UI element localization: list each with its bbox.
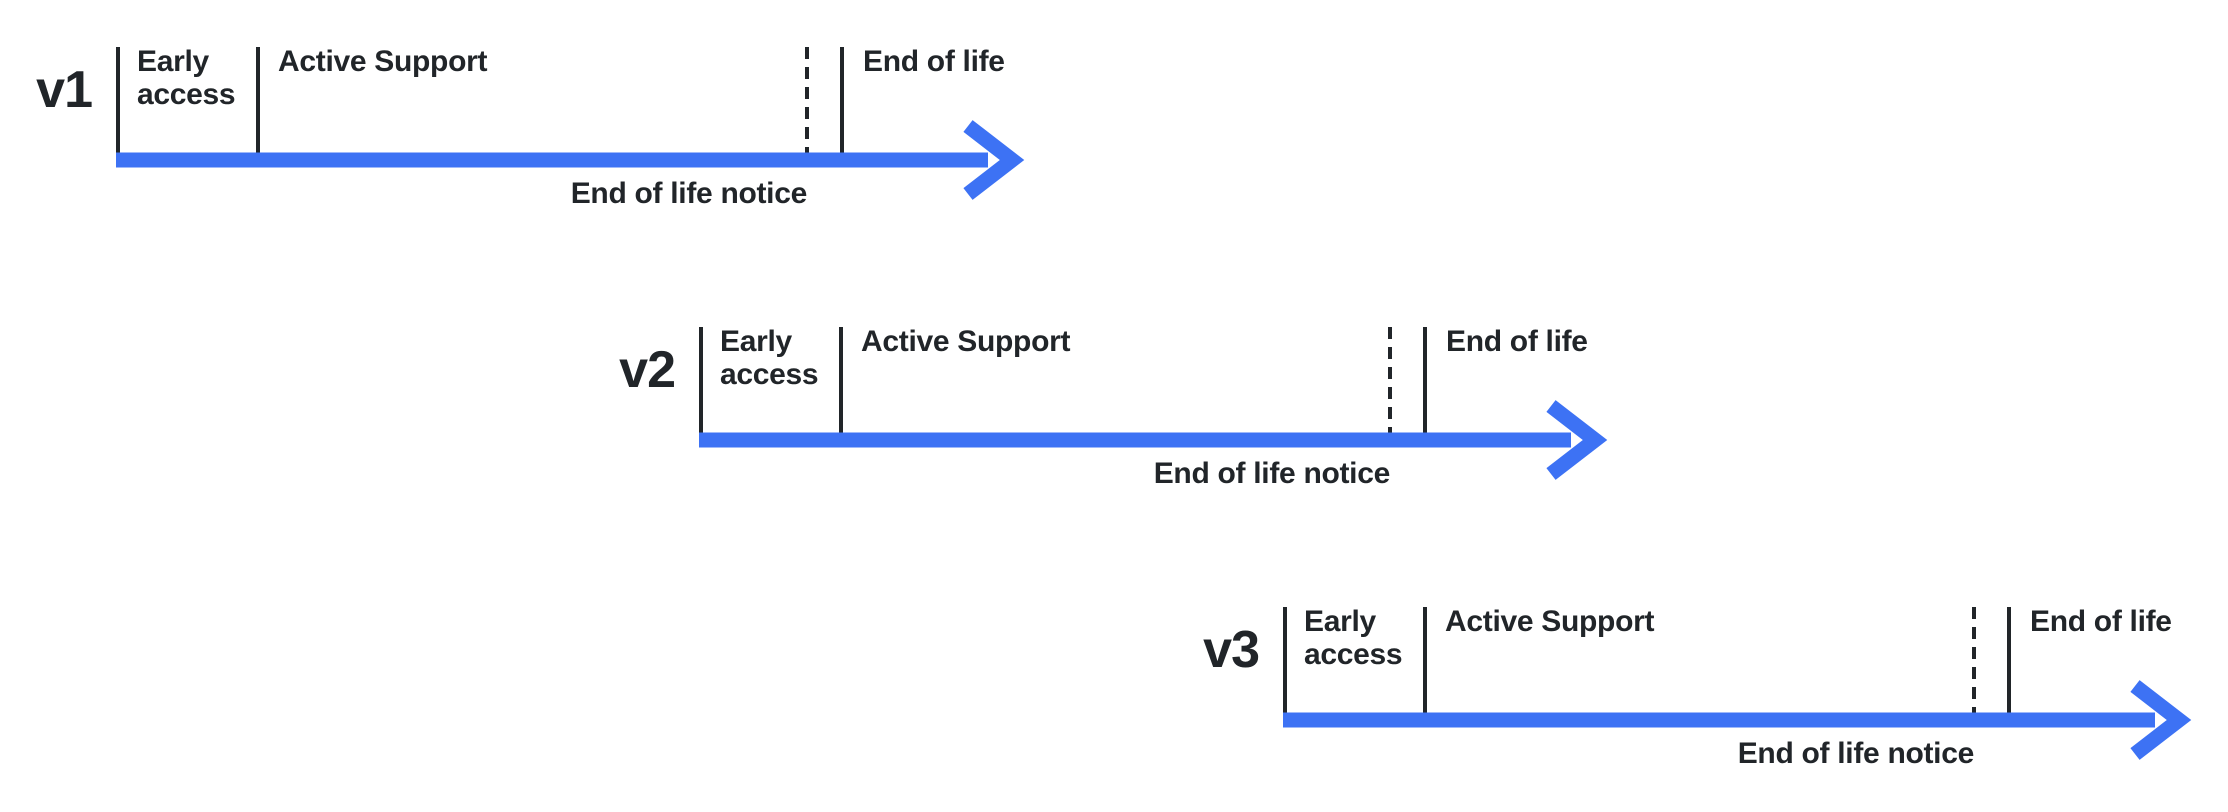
early-access-label: Early access: [137, 45, 236, 111]
eol-notice-dashed-line: [1388, 327, 1392, 433]
timeline-row-v3: v3 Early access Active Support End of li…: [1125, 590, 2228, 812]
timeline-row-v1: v1 Early access Active Support End of li…: [0, 30, 1078, 265]
eol-notice-dashed-line: [805, 47, 809, 153]
early-access-start-tick: [699, 327, 703, 433]
eol-notice-label: End of life notice: [1737, 737, 1975, 770]
end-of-life-label: End of life: [863, 45, 1005, 78]
eol-notice-label: End of life notice: [1153, 457, 1391, 490]
end-of-life-tick: [840, 47, 844, 153]
timeline-arrow-icon: [1283, 680, 2192, 760]
timeline-arrow-icon: [116, 120, 1025, 200]
active-support-start-tick: [1423, 607, 1427, 713]
end-of-life-label: End of life: [2030, 605, 2172, 638]
eol-notice-dashed-line: [1972, 607, 1976, 713]
version-label: v2: [619, 341, 676, 399]
end-of-life-tick: [2007, 607, 2011, 713]
end-of-life-label: End of life: [1446, 325, 1588, 358]
active-support-label: Active Support: [861, 325, 1071, 358]
early-access-start-tick: [116, 47, 120, 153]
timeline-arrow-icon: [699, 400, 1608, 480]
active-support-start-tick: [839, 327, 843, 433]
eol-notice-label: End of life notice: [570, 177, 808, 210]
active-support-label: Active Support: [278, 45, 488, 78]
active-support-label: Active Support: [1445, 605, 1655, 638]
early-access-label: Early access: [1304, 605, 1403, 671]
early-access-label: Early access: [720, 325, 819, 391]
version-label: v3: [1203, 621, 1260, 679]
timeline-row-v2: v2 Early access Active Support End of li…: [541, 310, 1661, 545]
version-label: v1: [36, 61, 93, 119]
early-access-start-tick: [1283, 607, 1287, 713]
end-of-life-tick: [1423, 327, 1427, 433]
active-support-start-tick: [256, 47, 260, 153]
